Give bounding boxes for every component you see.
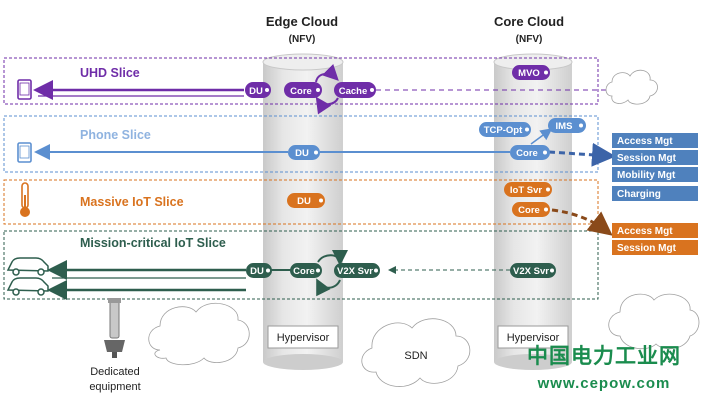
iot-access-mgt-label: Access Mgt xyxy=(617,226,673,237)
phone-core-label: Core xyxy=(516,148,538,159)
mission-v2x-edge-label: V2X Svr xyxy=(337,266,373,277)
iot-core-label: Core xyxy=(518,205,540,216)
sdn-cloud-icon xyxy=(361,318,471,387)
dedicated-label-line1: Dedicated xyxy=(90,366,140,378)
thermometer-icon xyxy=(20,182,30,217)
uhd-cache-label: Cache xyxy=(339,86,368,97)
uhd-du-label: DU xyxy=(249,86,263,97)
core-cloud-subtitle: (NFV) xyxy=(516,34,543,45)
mission-slice-box xyxy=(3,230,599,300)
iot-du-label: DU xyxy=(297,196,311,207)
tablet-icon xyxy=(17,79,32,100)
iot-function-boxes: Access Mgt Session Mgt xyxy=(612,223,698,255)
dedicated-equipment-icon xyxy=(104,298,125,358)
mission-v2x-edge-node: V2X Svr xyxy=(334,263,380,278)
uhd-core-label: Core xyxy=(290,86,312,97)
edge-cloud-subtitle: (NFV) xyxy=(289,34,316,45)
uhd-core-node: Core xyxy=(284,82,322,98)
core-cloud-cylinder xyxy=(493,53,573,370)
session-mgt-label: Session Mgt xyxy=(617,153,677,164)
edge-cloud-title: Edge Cloud xyxy=(266,14,338,29)
core-hypervisor-label: Hypervisor xyxy=(507,332,560,344)
access-mgt-label: Access Mgt xyxy=(617,136,673,147)
uhd-cache-node: Cache xyxy=(334,82,376,98)
iot-slice-box xyxy=(3,179,599,225)
edge-hypervisor-box xyxy=(267,325,339,349)
phone-ims-node: IMS xyxy=(548,118,586,133)
uhd-mvo-node: MVO xyxy=(512,65,550,80)
mission-loop-arrow-top xyxy=(317,249,348,266)
mission-core-label: Core xyxy=(293,266,315,277)
sdn-label: SDN xyxy=(404,350,427,362)
mission-core-node: Core xyxy=(290,263,322,278)
phone-icon xyxy=(17,142,32,163)
charging-label: Charging xyxy=(617,189,661,200)
phone-control-arrow xyxy=(548,142,616,167)
iot-control-arrow xyxy=(551,208,613,236)
phone-core-node: Core xyxy=(510,145,550,160)
core-hypervisor-box xyxy=(497,325,569,349)
uhd-loop-arrow-bottom xyxy=(315,96,339,115)
phone-function-boxes: Access Mgt Session Mgt Mobility Mgt Char… xyxy=(612,133,698,201)
iot-svr-node: IoT Svr xyxy=(504,182,552,197)
edge-hypervisor-label: Hypervisor xyxy=(277,332,330,344)
internet-cloud-icon xyxy=(605,69,658,105)
core-cloud-shape-icon xyxy=(608,293,700,350)
phone-tcp-label: TCP-Opt xyxy=(484,125,523,136)
mission-du-node: DU xyxy=(246,263,272,278)
mobility-mgt-label: Mobility Mgt xyxy=(617,170,676,181)
phone-du-label: DU xyxy=(295,148,309,159)
phone-slice-title: Phone Slice xyxy=(80,128,151,142)
uhd-slice-box xyxy=(3,57,599,105)
uhd-slice-title: UHD Slice xyxy=(80,66,140,80)
edge-cloud-cylinder xyxy=(262,53,344,370)
watermark-title: 中国电力工业网 xyxy=(527,345,681,368)
mission-v2x-core-label: V2X Svr xyxy=(513,266,549,277)
iot-slice-title: Massive IoT Slice xyxy=(80,195,184,209)
watermark-url: www.cepow.com xyxy=(537,375,671,392)
car-icon xyxy=(6,257,49,276)
iot-session-mgt-label: Session Mgt xyxy=(617,243,677,254)
phone-ims-label: IMS xyxy=(556,121,573,132)
phone-du-node: DU xyxy=(288,145,320,160)
uhd-loop-arrow-top xyxy=(315,63,339,83)
mission-v2x-core-node: V2X Svr xyxy=(510,263,556,278)
iot-du-node: DU xyxy=(287,193,325,208)
mission-slice-title: Mission-critical IoT Slice xyxy=(80,236,226,250)
mission-du-label: DU xyxy=(250,266,264,277)
iot-svr-label: IoT Svr xyxy=(510,185,543,196)
phone-tcp-node: TCP-Opt xyxy=(479,122,531,137)
core-cloud-title: Core Cloud xyxy=(494,14,564,29)
edge-cloud-shape-icon xyxy=(148,303,250,366)
uhd-mvo-label: MVO xyxy=(518,68,540,79)
iot-core-node: Core xyxy=(512,202,550,217)
mission-loop-arrow-bottom xyxy=(316,278,341,297)
uhd-du-node: DU xyxy=(245,82,271,98)
phone-ims-arrow xyxy=(530,128,553,145)
dedicated-label-line2: equipment xyxy=(89,381,140,393)
car-icon-2 xyxy=(6,277,49,296)
